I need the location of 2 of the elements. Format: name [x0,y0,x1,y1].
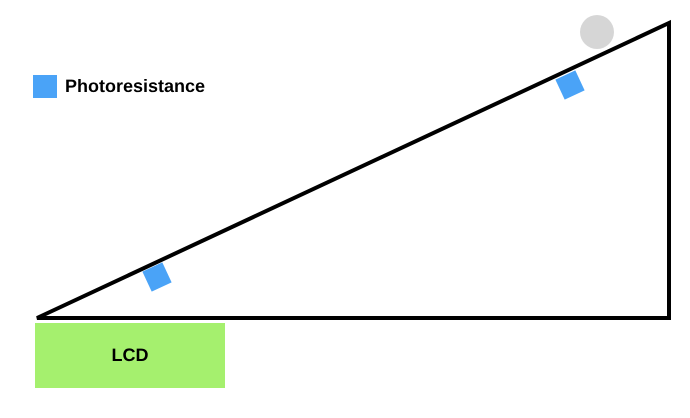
legend-label: Photoresistance [65,76,206,97]
lcd-box: LCD [35,323,225,388]
